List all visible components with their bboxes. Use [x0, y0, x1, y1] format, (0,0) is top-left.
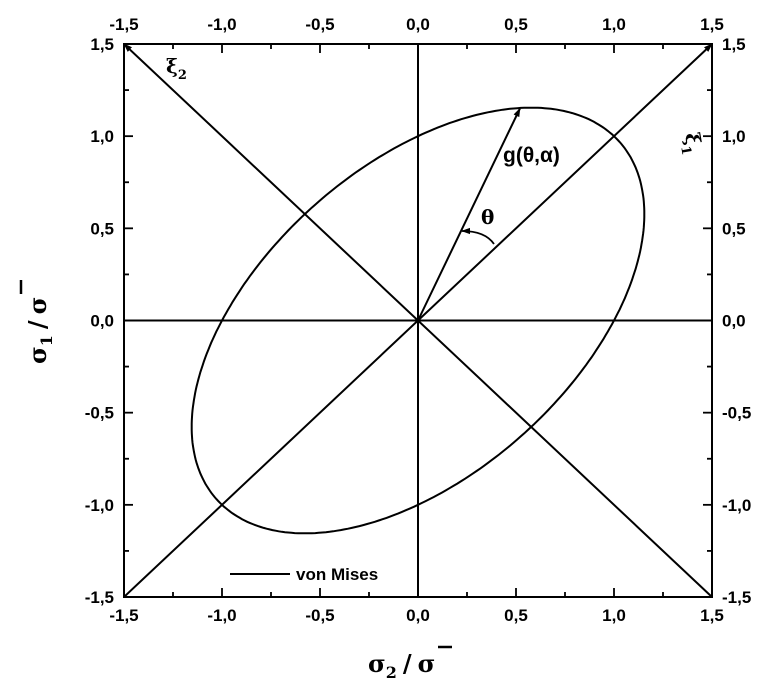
x-tick-label-bottom: -0,5: [305, 606, 334, 625]
series-layer: [190, 106, 646, 535]
von-mises-ellipse: [190, 106, 646, 535]
y-tick-label-right: 1,5: [722, 35, 746, 54]
y-tick-label-left: 0,0: [90, 312, 114, 331]
y-tick-label-left: 1,5: [90, 35, 114, 54]
y-tick-label-right: 0,5: [722, 219, 746, 238]
x-tick-label-bottom: 1,0: [602, 606, 626, 625]
y-tick-label-left: 0,5: [90, 219, 114, 238]
x-tick-label-bottom: 0,5: [504, 606, 528, 625]
theta-label: θ: [481, 205, 494, 229]
y-tick-label-left: -1,5: [85, 588, 114, 607]
x-tick-label-bottom: 0,0: [406, 606, 430, 625]
legend: von Mises: [230, 565, 378, 584]
x-tick-label-bottom: -1,5: [109, 606, 138, 625]
g-vector-label: g(θ,α): [503, 144, 560, 167]
x-tick-label-top: -0,5: [305, 15, 334, 34]
tick-labels: -1,5-1,5-1,5-1,5-1,0-1,0-1,0-1,0-0,5-0,5…: [85, 15, 752, 625]
y-tick-label-left: -0,5: [85, 404, 114, 423]
y-tick-label-right: -1,0: [722, 496, 751, 515]
x-tick-label-top: 1,0: [602, 15, 626, 34]
x-axis-title-text: σ2/σ: [368, 649, 435, 682]
x-axis-title: σ2/σ: [368, 645, 452, 682]
x-tick-label-bottom: -1,0: [207, 606, 236, 625]
x-tick-label-bottom: 1,5: [700, 606, 724, 625]
y-tick-label-right: 0,0: [722, 312, 746, 331]
y-tick-label-left: 1,0: [90, 127, 114, 146]
y-tick-label-left: -1,0: [85, 496, 114, 515]
legend-label: von Mises: [296, 565, 378, 584]
x-tick-label-top: 0,5: [504, 15, 528, 34]
annotations: ξ1 ξ2 g(θ,α) θ: [166, 54, 707, 321]
y-tick-label-right: 1,0: [722, 127, 746, 146]
xi1-label: ξ1: [675, 131, 707, 157]
x-tick-label-top: 1,5: [700, 15, 724, 34]
x-tick-label-top: -1,5: [109, 15, 138, 34]
x-tick-label-top: 0,0: [406, 15, 430, 34]
theta-arc: [461, 227, 495, 245]
y-axis-title-text: σ1/σ: [23, 297, 56, 364]
x-tick-label-top: -1,0: [207, 15, 236, 34]
y-tick-label-right: -0,5: [722, 404, 751, 423]
xi2-label: ξ2: [166, 54, 187, 83]
y-tick-label-right: -1,5: [722, 588, 751, 607]
g-vector-arrow: [417, 107, 521, 321]
y-axis-title: σ1/σ: [19, 280, 56, 364]
